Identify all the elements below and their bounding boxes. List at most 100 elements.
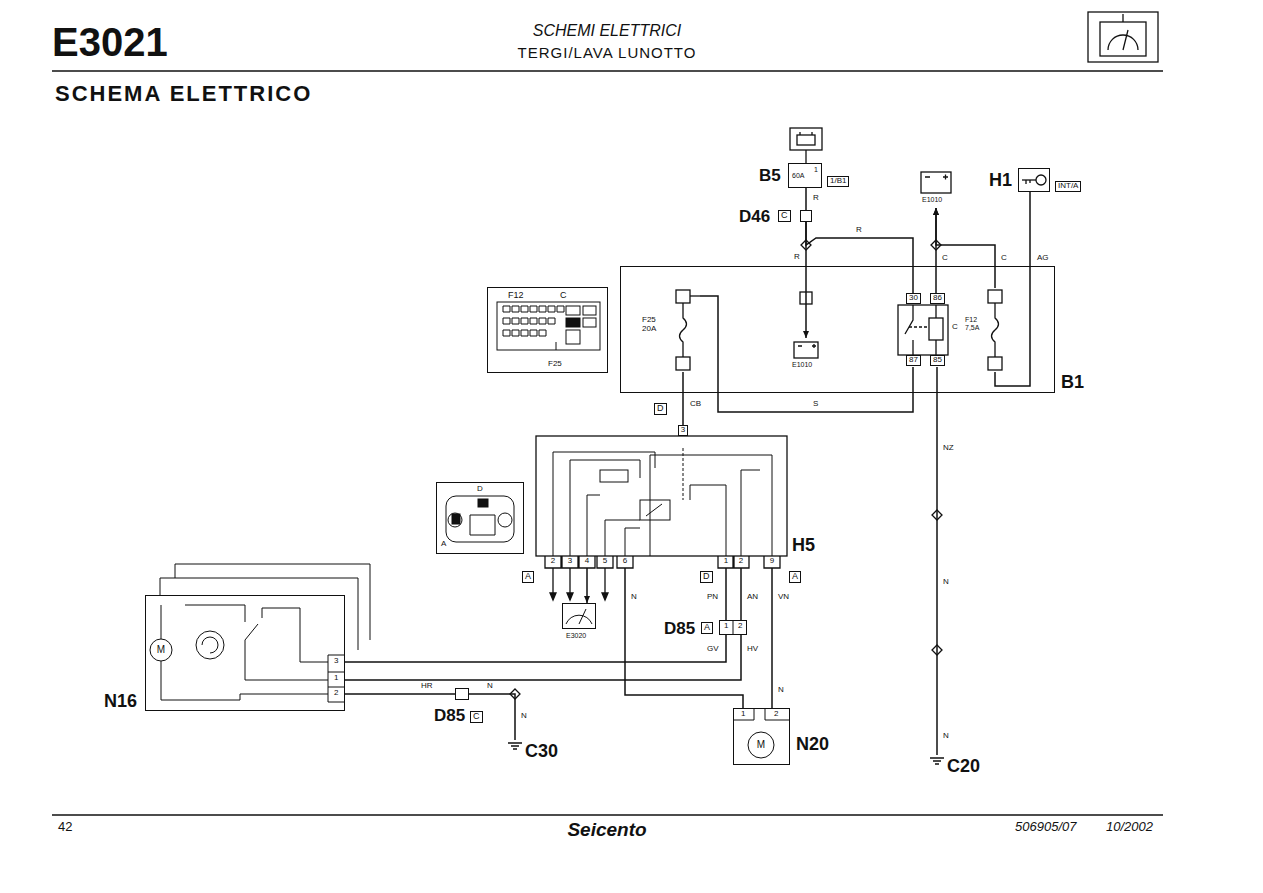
pin-label: A [441,540,446,549]
ignition-key [1022,175,1046,185]
component-label: N20 [796,735,829,755]
wire [805,188,807,210]
pin-number: 2 [551,557,555,566]
wiper-motor: N16 [145,595,345,711]
wire [625,568,743,708]
wire-color-code: AG [1036,254,1050,263]
wire-color-code: N [521,712,527,721]
wire-color-code: N [630,593,638,602]
component-label: D [477,485,483,494]
wire [995,192,1030,386]
wire [740,568,742,620]
connector-code: D [654,403,667,415]
pin-label: 60A [792,172,804,180]
battery-ref: E1010 [918,170,954,208]
section-subtitle: TERGI/LAVA LUNOTTO [518,45,697,62]
wire-color-code: R [812,194,820,203]
ground: C20 [927,755,987,779]
pin-label: C [470,711,483,723]
wire-color-code: AN [746,593,759,602]
wire [469,694,515,740]
connector-code: D [700,571,713,583]
component-label: F12 7,5A [965,316,987,331]
component-label: D85 [434,707,465,726]
wire [345,693,455,695]
battery-ref: E1010 [790,338,824,374]
wire [345,635,741,680]
location-inset: F12CF25 [487,287,608,373]
washer-pump: N2012 [733,708,790,765]
component-label: E1010 [792,361,812,369]
pin-label: 1 [814,166,818,174]
component-label: N16 [104,692,137,712]
wire-connector [700,296,913,412]
pump-internals [733,708,790,758]
footer-rule [52,814,1163,816]
wire-color-code: R [793,253,801,262]
component-label: C20 [947,757,980,777]
pin-label: 2 [738,622,742,631]
wire-color-code: N [943,578,949,587]
wire [725,568,727,620]
wire-color-code: S [812,400,819,409]
component-label: 30 [906,293,921,304]
component-label: D85 [664,620,695,639]
wire-connector [741,568,742,620]
wire [771,568,773,708]
wire [936,208,995,288]
wire-color-code: N [486,682,494,691]
wire-color-code: HV [746,645,759,654]
pin-label: C [952,323,958,332]
connector-code: A [522,571,534,583]
motor-letter: M [157,644,165,655]
connector-block: D85C [455,688,469,700]
junction-dots [510,240,942,699]
wire-connector [584,568,590,603]
dashboard-sketch [446,496,514,542]
page-heading: SCHEMA ELETTRICO [55,82,312,106]
pin-label: 87 [906,355,921,366]
pin-number: 1 [334,674,338,683]
page-title: E3021 [52,20,168,64]
wire-color-code: GV [706,645,720,654]
connector-block: D46C [800,210,812,222]
pin-label: C [560,291,567,301]
component-label: D46 [739,208,770,227]
location-inset: DA [436,482,524,554]
wire-connector [469,694,515,740]
pin-label: A [701,622,713,634]
arrow-head [933,208,939,215]
pin-number: 4 [585,557,589,566]
battery-icon [794,172,951,358]
pin-label: INT/A [1055,181,1081,192]
component-label: B1 [1061,373,1084,393]
fuse: F12 7,5A [965,288,1005,372]
wire [805,222,807,338]
motor-letter: M [757,739,765,750]
component-label: F25 20A [642,316,664,334]
wiper-ref: E3020 [562,603,596,629]
pin-number: 3 [334,657,338,666]
pin-label: 86 [930,293,945,304]
component-label: H1 [989,171,1012,191]
doc-number: 506905/07 [1015,820,1076,834]
fuse-box: B560A11/B1 [788,163,822,188]
wire-connector [995,192,1030,386]
pin-number: 1 [724,557,728,566]
wire-connector [772,568,773,708]
section-name: SCHEMI ELETTRICI [533,22,681,40]
ignition-switch: H1INT/A [1018,168,1050,192]
component-label: B5 [759,167,781,186]
wire [345,635,726,662]
pin-label: 1 [741,710,745,719]
pin-label: C [778,210,791,222]
switch-body [536,436,787,568]
switch-unit: H5 [534,436,787,568]
fuse-relay-unit: B1F25 20AE101030868785CF12 7,5A [620,266,1055,393]
fuse-box-map [497,302,600,350]
pin-label: 1 [724,622,728,631]
pin-number: 6 [623,557,627,566]
wiper-stalk-arrows [550,568,608,600]
